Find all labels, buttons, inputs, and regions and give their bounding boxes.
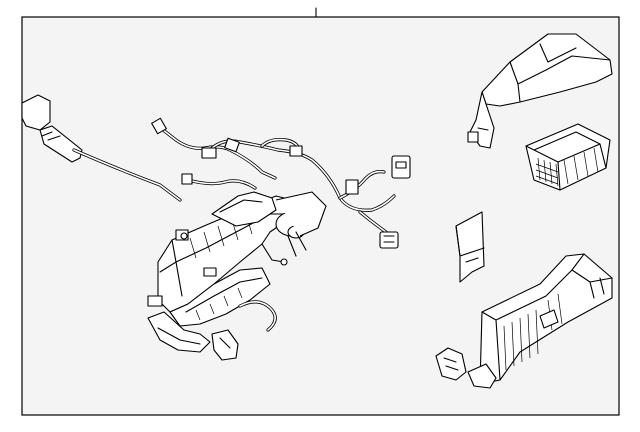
lower-cover-icon	[467, 253, 613, 389]
heater-duct-hose-icon	[21, 94, 182, 202]
filter-housing-icon	[525, 123, 611, 191]
upper-cover-icon	[467, 33, 613, 149]
hvac-case-assembly-icon	[147, 191, 327, 361]
bracket-icon	[455, 211, 485, 283]
wiring-harness-icon	[151, 117, 411, 249]
connector-clip-icon	[435, 347, 467, 381]
